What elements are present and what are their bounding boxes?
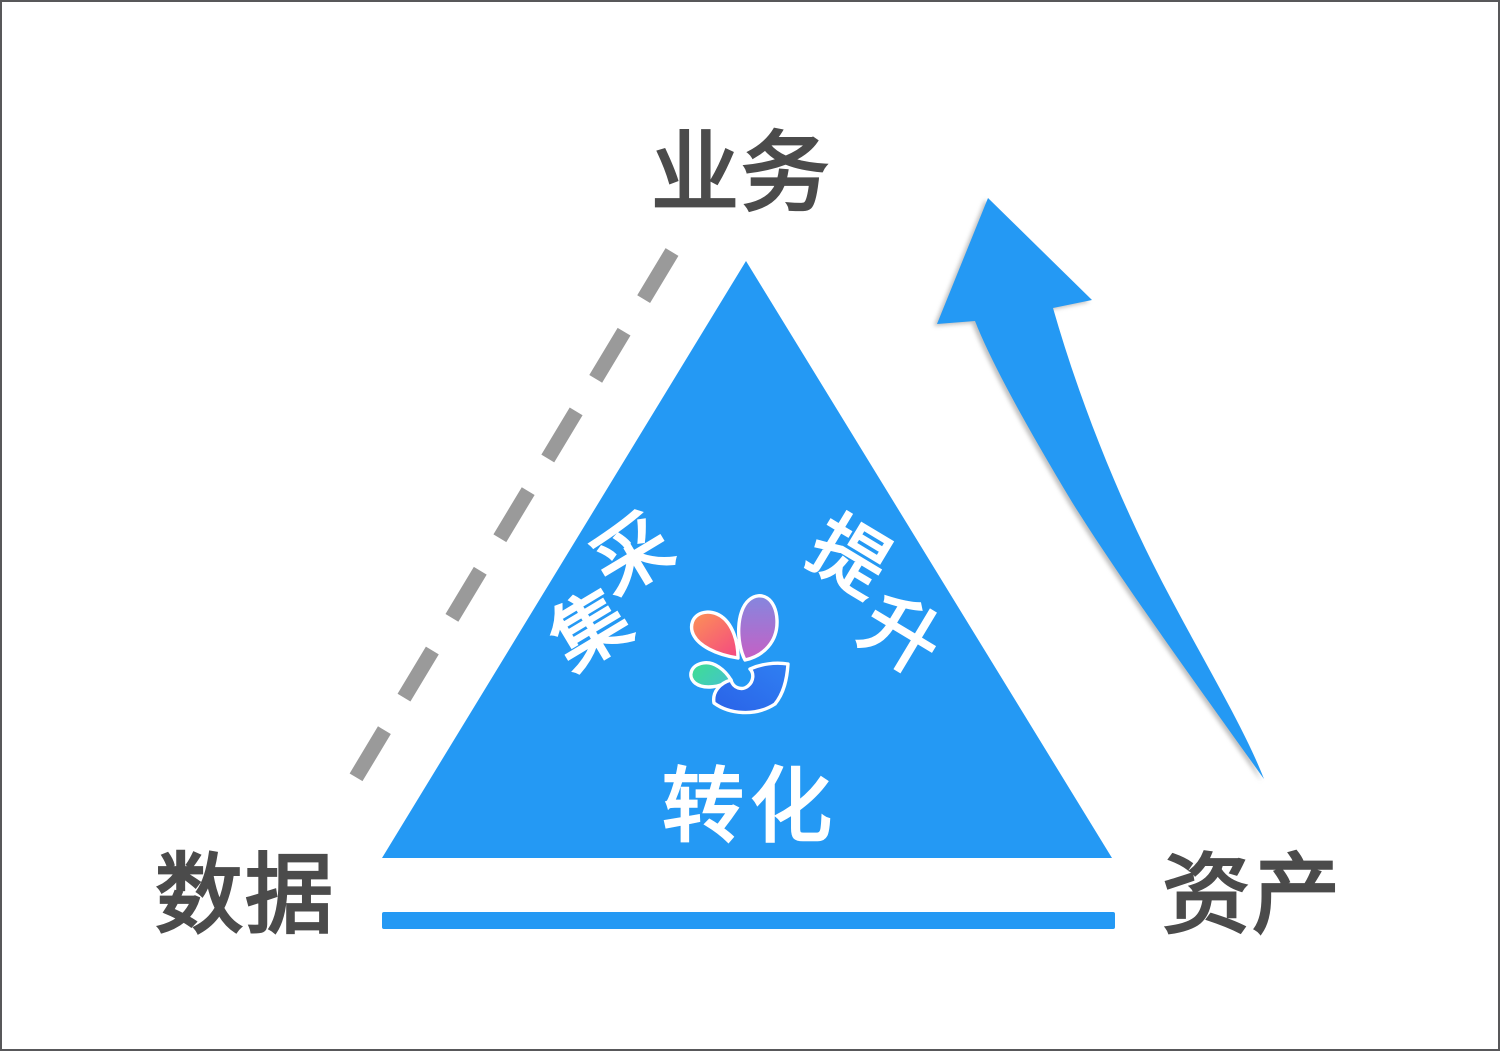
vertex-label-business: 业务	[650, 123, 832, 223]
vertex-label-asset: 资产	[1161, 845, 1343, 945]
logo-petal-purple	[736, 594, 779, 662]
dashed-guideline	[333, 248, 679, 808]
vertex-label-data: 数据	[154, 845, 336, 945]
base-underline-bar	[382, 912, 1115, 929]
pyramid-triangle	[382, 261, 1112, 858]
logo-petal-green	[689, 661, 733, 689]
edge-label-transform: 转化	[661, 761, 839, 853]
growth-curved-arrow-icon	[937, 198, 1264, 779]
logo-fan-blue	[712, 661, 790, 715]
logo-petal-orange	[689, 610, 740, 660]
flower-petal-logo-icon	[689, 594, 790, 715]
